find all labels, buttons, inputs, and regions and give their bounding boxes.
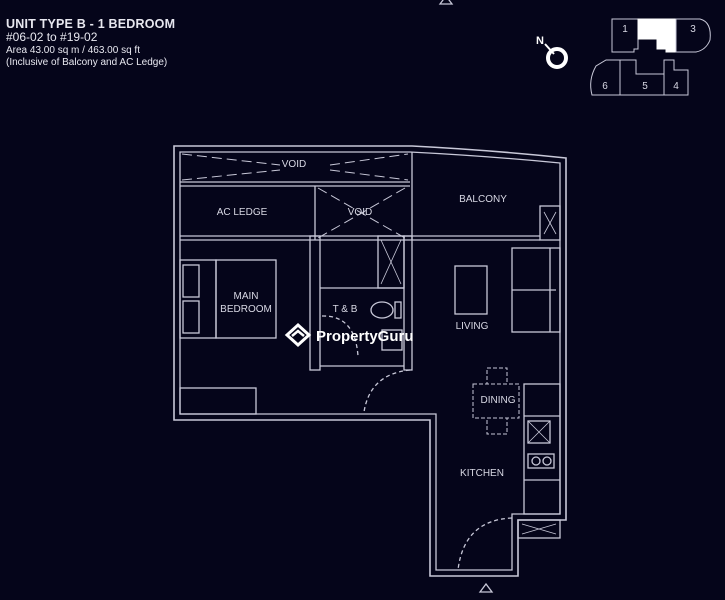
key-block-5: 5 [642,81,648,92]
label-dining: DINING [481,395,516,406]
unit-header: UNIT TYPE B - 1 BEDROOM #06-02 to #19-02… [6,17,175,68]
unit-area-note: (Inclusive of Balcony and AC Ledge) [6,56,168,68]
compass-icon [544,43,568,69]
entry-marker-bottom [478,582,494,593]
label-void-mid: VOID [348,207,372,218]
key-block-3: 3 [690,24,696,35]
label-balcony: BALCONY [459,194,507,205]
key-block-1: 1 [622,24,628,35]
unit-title: UNIT TYPE B - 1 BEDROOM [6,17,176,31]
label-main-bedroom-2: BEDROOM [220,304,272,315]
entry-marker-top [438,0,454,5]
key-block-6: 6 [602,81,608,92]
label-main-bedroom-1: MAIN [234,291,259,302]
label-kitchen: KITCHEN [460,468,504,479]
watermark: PropertyGuru [284,322,414,350]
label-living: LIVING [456,321,489,332]
label-void-top: VOID [282,159,306,170]
key-block-4: 4 [673,81,679,92]
label-ac-ledge: AC LEDGE [217,207,268,218]
propertyguru-logo-icon [284,322,312,348]
unit-area: Area 43.00 sq m / 463.00 sq ft [6,45,140,57]
compass-label: N [536,35,544,47]
watermark-text: PropertyGuru [316,327,414,345]
label-tb: T & B [333,304,358,315]
unit-range: #06-02 to #19-02 [6,30,98,45]
key-plan: 1 3 6 5 4 [590,18,711,96]
